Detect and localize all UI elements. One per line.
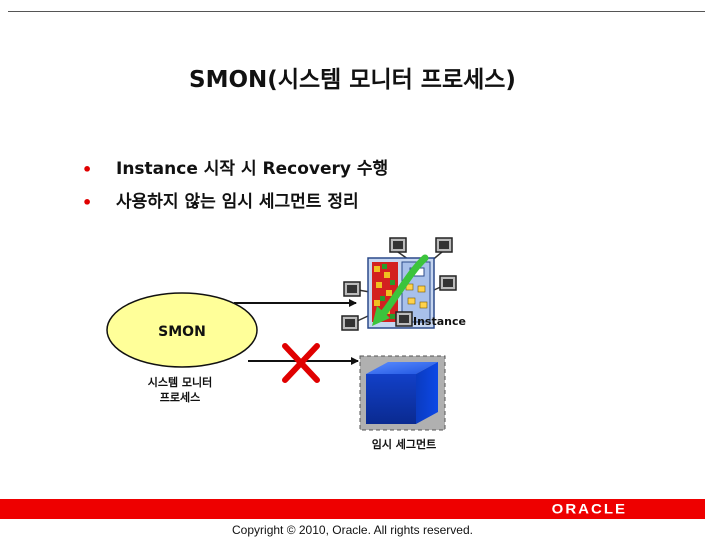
- process-caption-line2: 프로세스: [160, 390, 200, 404]
- monitor-icon: [395, 311, 413, 327]
- oracle-logo: ORACLE: [551, 501, 627, 518]
- smon-diagram: SMON 시스템 모니터 프로세스: [106, 237, 466, 451]
- monitor-icon: [435, 237, 453, 253]
- monitor-icon: [341, 315, 359, 331]
- monitor-icon: [389, 237, 407, 253]
- bullet-item: • 사용하지 않는 임시 세그먼트 정리: [80, 186, 388, 219]
- monitor-icon: [343, 281, 361, 297]
- slide-title: SMON(시스템 모니터 프로세스): [189, 67, 516, 93]
- instance-icon: [341, 237, 457, 331]
- smon-label: SMON: [158, 324, 206, 340]
- smon-ellipse: [106, 292, 258, 368]
- temp-segment-cube: [359, 355, 446, 431]
- bullet-text: Instance 시작 시 Recovery 수행: [116, 159, 389, 179]
- bullet-text: 사용하지 않는 임시 세그먼트 정리: [116, 192, 359, 212]
- smon-process-node: SMON: [106, 292, 258, 368]
- cross-icon: [282, 343, 320, 383]
- instance-label: Instance: [413, 315, 466, 328]
- copyright-text: Copyright © 2010, Oracle. All rights res…: [232, 523, 473, 537]
- top-rule: [8, 11, 705, 12]
- process-caption-line1: 시스템 모니터: [148, 375, 213, 389]
- monitor-icon: [439, 275, 457, 291]
- segment-label: 임시 세그먼트: [372, 437, 437, 451]
- bullet-icon: •: [82, 193, 93, 212]
- bullet-list: • Instance 시작 시 Recovery 수행 • 사용하지 않는 임시…: [80, 153, 388, 219]
- footer-bar: ORACLE: [0, 499, 705, 519]
- bullet-item: • Instance 시작 시 Recovery 수행: [80, 153, 388, 186]
- bullet-icon: •: [82, 160, 93, 179]
